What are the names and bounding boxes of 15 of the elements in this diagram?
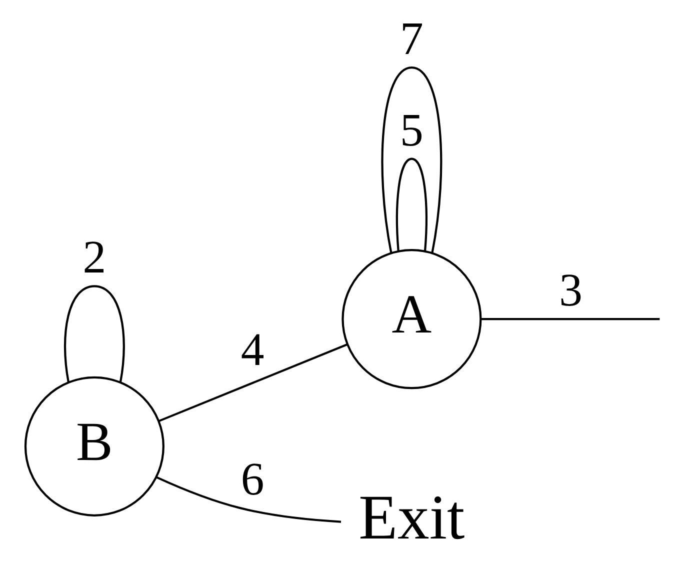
node-circle: B — [24, 376, 164, 516]
connector — [155, 476, 341, 523]
node-text: Exit — [358, 482, 464, 553]
edge-label: 5 — [400, 104, 423, 156]
edge-label: 7 — [400, 13, 423, 66]
connector — [158, 344, 347, 422]
edge-label: 2 — [82, 232, 106, 284]
edge-label: 4 — [240, 324, 264, 376]
node-circle: A — [341, 249, 482, 390]
connector — [480, 318, 660, 320]
edge-label: 6 — [240, 453, 264, 506]
connector — [395, 158, 427, 251]
connector — [380, 66, 442, 253]
edge-label: 3 — [558, 264, 582, 317]
connector — [63, 285, 124, 382]
